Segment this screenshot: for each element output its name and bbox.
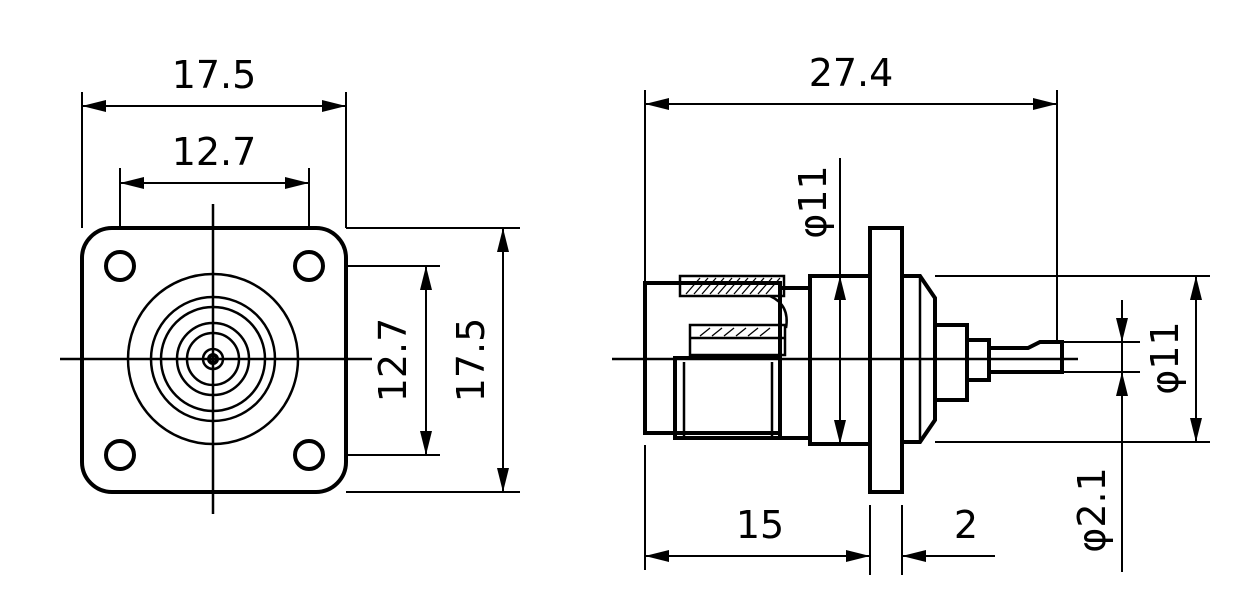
- front-view: 17.5 12.7 12.7 17.5: [60, 53, 520, 514]
- dim-overall-length: 27.4: [809, 51, 894, 95]
- mounting-hole-bottom-left: [104, 439, 136, 471]
- arrowhead: [645, 550, 669, 562]
- mounting-hole-bottom-right: [293, 439, 325, 471]
- arrowhead: [1116, 318, 1128, 342]
- mounting-hole-top-left: [104, 250, 136, 282]
- dim-height-outer: 17.5: [449, 318, 493, 403]
- dim-pin-diameter: φ2.1: [1070, 467, 1114, 553]
- arrowhead: [1190, 276, 1202, 300]
- arrowhead: [322, 100, 346, 112]
- arrowhead: [902, 550, 926, 562]
- arrowhead: [834, 276, 846, 300]
- dim-front-length: 15: [736, 503, 784, 547]
- dim-rear-diameter: φ11: [1143, 321, 1187, 394]
- mounting-hole-top-right: [293, 250, 325, 282]
- dim-flange-thickness: 2: [954, 503, 978, 547]
- arrowhead: [420, 431, 432, 455]
- arrowhead: [497, 228, 509, 252]
- hatching-inner: [699, 327, 771, 337]
- arrowhead: [120, 177, 144, 189]
- dim-width-outer: 17.5: [172, 53, 257, 97]
- hatching-top: [685, 277, 781, 295]
- arrowhead: [1116, 372, 1128, 396]
- rear-stub: [933, 323, 969, 402]
- arrowhead: [285, 177, 309, 189]
- arrowhead: [645, 98, 669, 110]
- arrowhead: [1033, 98, 1057, 110]
- dim-flange-diameter: φ11: [791, 165, 835, 238]
- arrowhead: [834, 420, 846, 444]
- contact-spring: [769, 294, 788, 329]
- dim-height-holes: 12.7: [371, 318, 415, 403]
- arrowhead: [846, 550, 870, 562]
- arrowhead: [420, 266, 432, 290]
- inner-contact: [688, 323, 787, 357]
- arrowhead: [82, 100, 106, 112]
- solder-pin: [989, 340, 1064, 374]
- arrowhead: [497, 468, 509, 492]
- arrowhead: [1190, 418, 1202, 442]
- dim-width-holes: 12.7: [172, 130, 257, 174]
- side-view: 27.4 φ11 φ11 φ2.1 15 2: [612, 51, 1210, 575]
- lower-nut: [673, 356, 782, 440]
